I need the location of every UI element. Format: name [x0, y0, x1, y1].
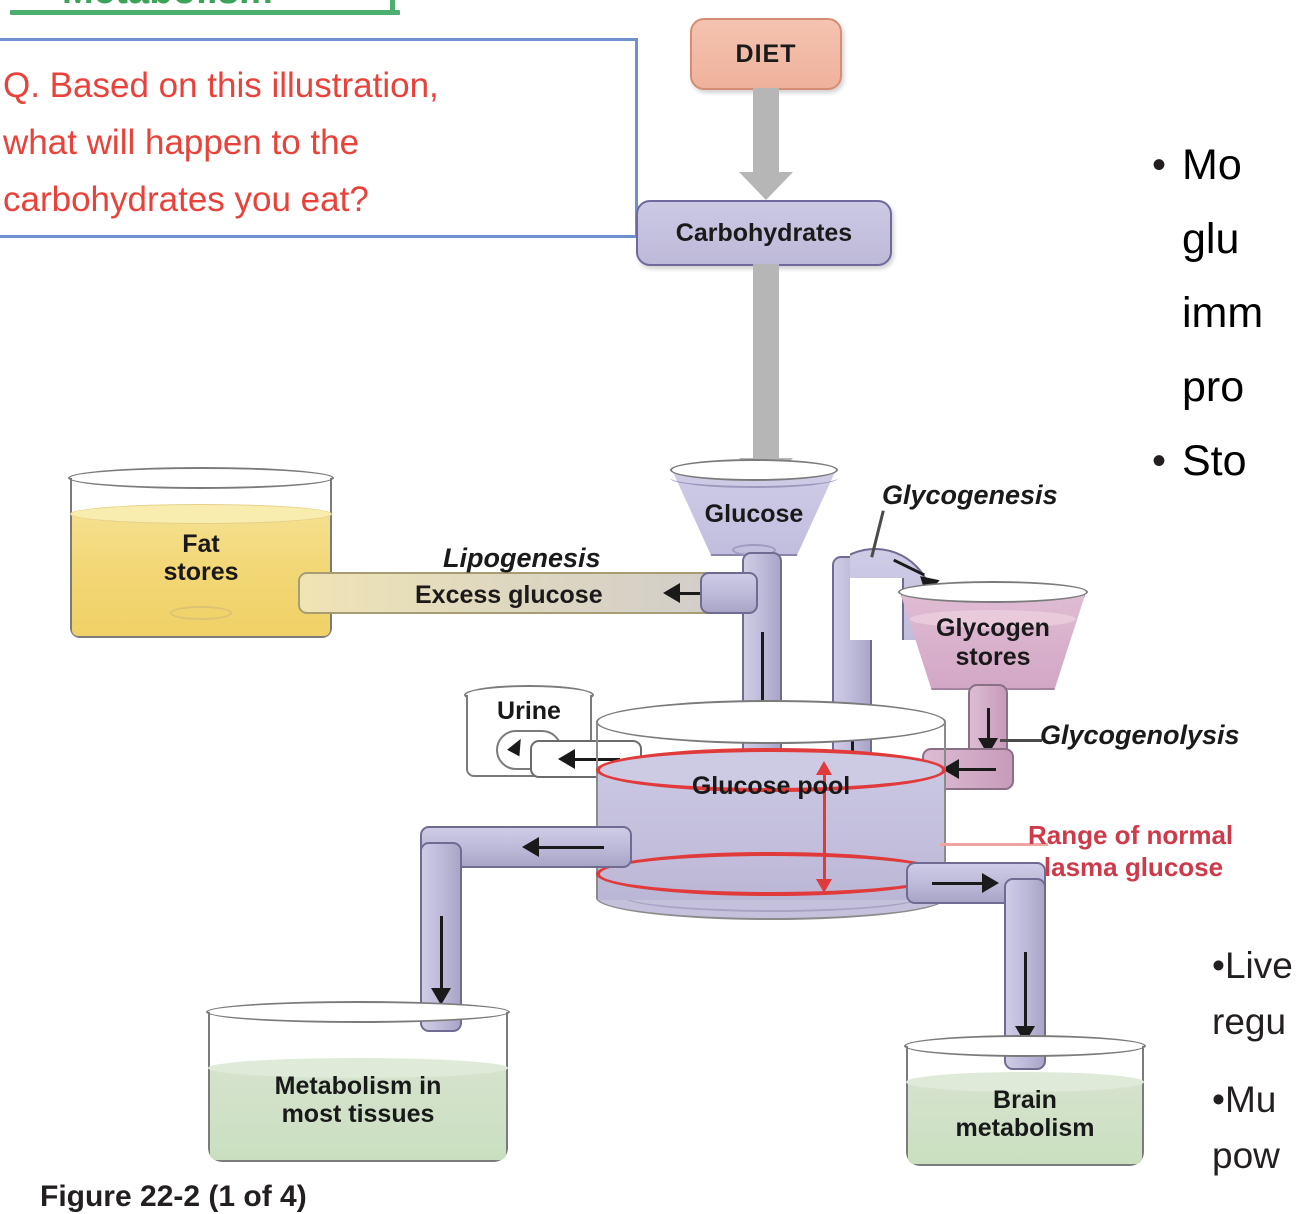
- glycogenolysis-leader-line: [1000, 739, 1042, 742]
- normal-range-upper-line: [596, 748, 946, 792]
- glycogen-stores-label: Glycogen stores: [936, 614, 1050, 671]
- urine-label: Urine: [497, 697, 561, 725]
- beaker-inner-base-ring: [169, 606, 233, 620]
- question-text: Q. Based on this illustration, what will…: [3, 66, 439, 219]
- right-bullet-1-line2: glu: [1182, 215, 1240, 263]
- glucose-branch-stub: [700, 572, 758, 614]
- diet-to-carbohydrates-arrow: [739, 88, 793, 200]
- glycogenolysis-label: Glycogenolysis: [1040, 720, 1240, 750]
- figure-caption: Figure 22-2 (1 of 4): [40, 1180, 307, 1213]
- right-note-1: •Live regu: [1212, 945, 1293, 1042]
- right-bullet-1-line4: pro: [1182, 363, 1245, 411]
- beaker-rim: [68, 467, 334, 489]
- lipogenesis-pipe: [298, 572, 768, 614]
- right-note-2: •Mu pow: [1212, 1079, 1280, 1176]
- carbohydrates-box: Carbohydrates: [636, 200, 892, 266]
- funnel-liquid-surface: [910, 610, 1076, 628]
- normal-range-lower-line: [596, 852, 946, 896]
- glucose-label: Glucose: [704, 500, 804, 528]
- range-label-leader-line: [940, 843, 1048, 846]
- question-callout-box: Q. Based on this illustration, what will…: [0, 38, 638, 238]
- bullet-dot-icon: •: [1152, 439, 1167, 483]
- right-bullet-item-1: • Mo: [1152, 128, 1304, 202]
- title-corner-rule: [390, 0, 395, 15]
- title-underline: [10, 10, 400, 15]
- tissue-metabolism-beaker: Metabolism in most tissues: [206, 1001, 510, 1162]
- glucose-funnel: Glucose: [670, 459, 838, 556]
- glycogenesis-label: Glycogenesis: [882, 480, 1058, 510]
- right-bullet-list: • Mo glu imm pro • Sto: [1152, 128, 1304, 498]
- diet-box: DIET: [690, 18, 842, 90]
- lipogenesis-label: Lipogenesis: [443, 543, 601, 573]
- pool-rim: [596, 700, 946, 744]
- glucose-pool: Glucose pool: [596, 700, 946, 920]
- right-bullet-1-line3: imm: [1182, 289, 1264, 337]
- beaker-body: [208, 1012, 508, 1162]
- right-bullet-item-2: • Sto: [1152, 424, 1304, 498]
- beaker-body: [70, 478, 332, 638]
- fat-stores-beaker: Fat stores: [68, 467, 334, 638]
- tissue-liquid: [208, 1058, 508, 1160]
- glucose-pool-label: Glucose pool: [691, 772, 851, 800]
- bullet-dot-icon: •: [1152, 143, 1167, 187]
- pool-walls: [596, 722, 946, 898]
- slide-title-text: Metabolism: [62, 0, 273, 13]
- beaker-rim: [206, 1001, 510, 1023]
- right-notes-lower: •Live regu •Mu pow: [1212, 938, 1304, 1184]
- beaker-body: [906, 1046, 1144, 1166]
- range-of-normal-plasma-glucose-label: Range of normal plasma glucose: [1028, 820, 1234, 882]
- brain-metabolism-beaker: Brain metabolism: [904, 1035, 1146, 1166]
- right-bullet-1-line1: Mo: [1182, 141, 1242, 189]
- brain-liquid: [906, 1072, 1144, 1164]
- fat-liquid: [70, 504, 332, 636]
- normal-range-double-arrow: [816, 761, 832, 893]
- right-bullet-2-line1: Sto: [1182, 437, 1247, 485]
- slide-title-clipped: Metabolism: [0, 0, 400, 30]
- glycogen-stores-funnel: Glycogen stores: [898, 581, 1088, 690]
- carbohydrates-to-glucose-arrow: [739, 264, 793, 486]
- pool-to-tissues-vertical-pipe: [420, 842, 462, 1032]
- funnel-rim: [898, 581, 1088, 603]
- funnel-liquid-surface: [670, 468, 838, 488]
- excess-glucose-label: Excess glucose: [415, 581, 603, 609]
- beaker-rim: [904, 1035, 1146, 1057]
